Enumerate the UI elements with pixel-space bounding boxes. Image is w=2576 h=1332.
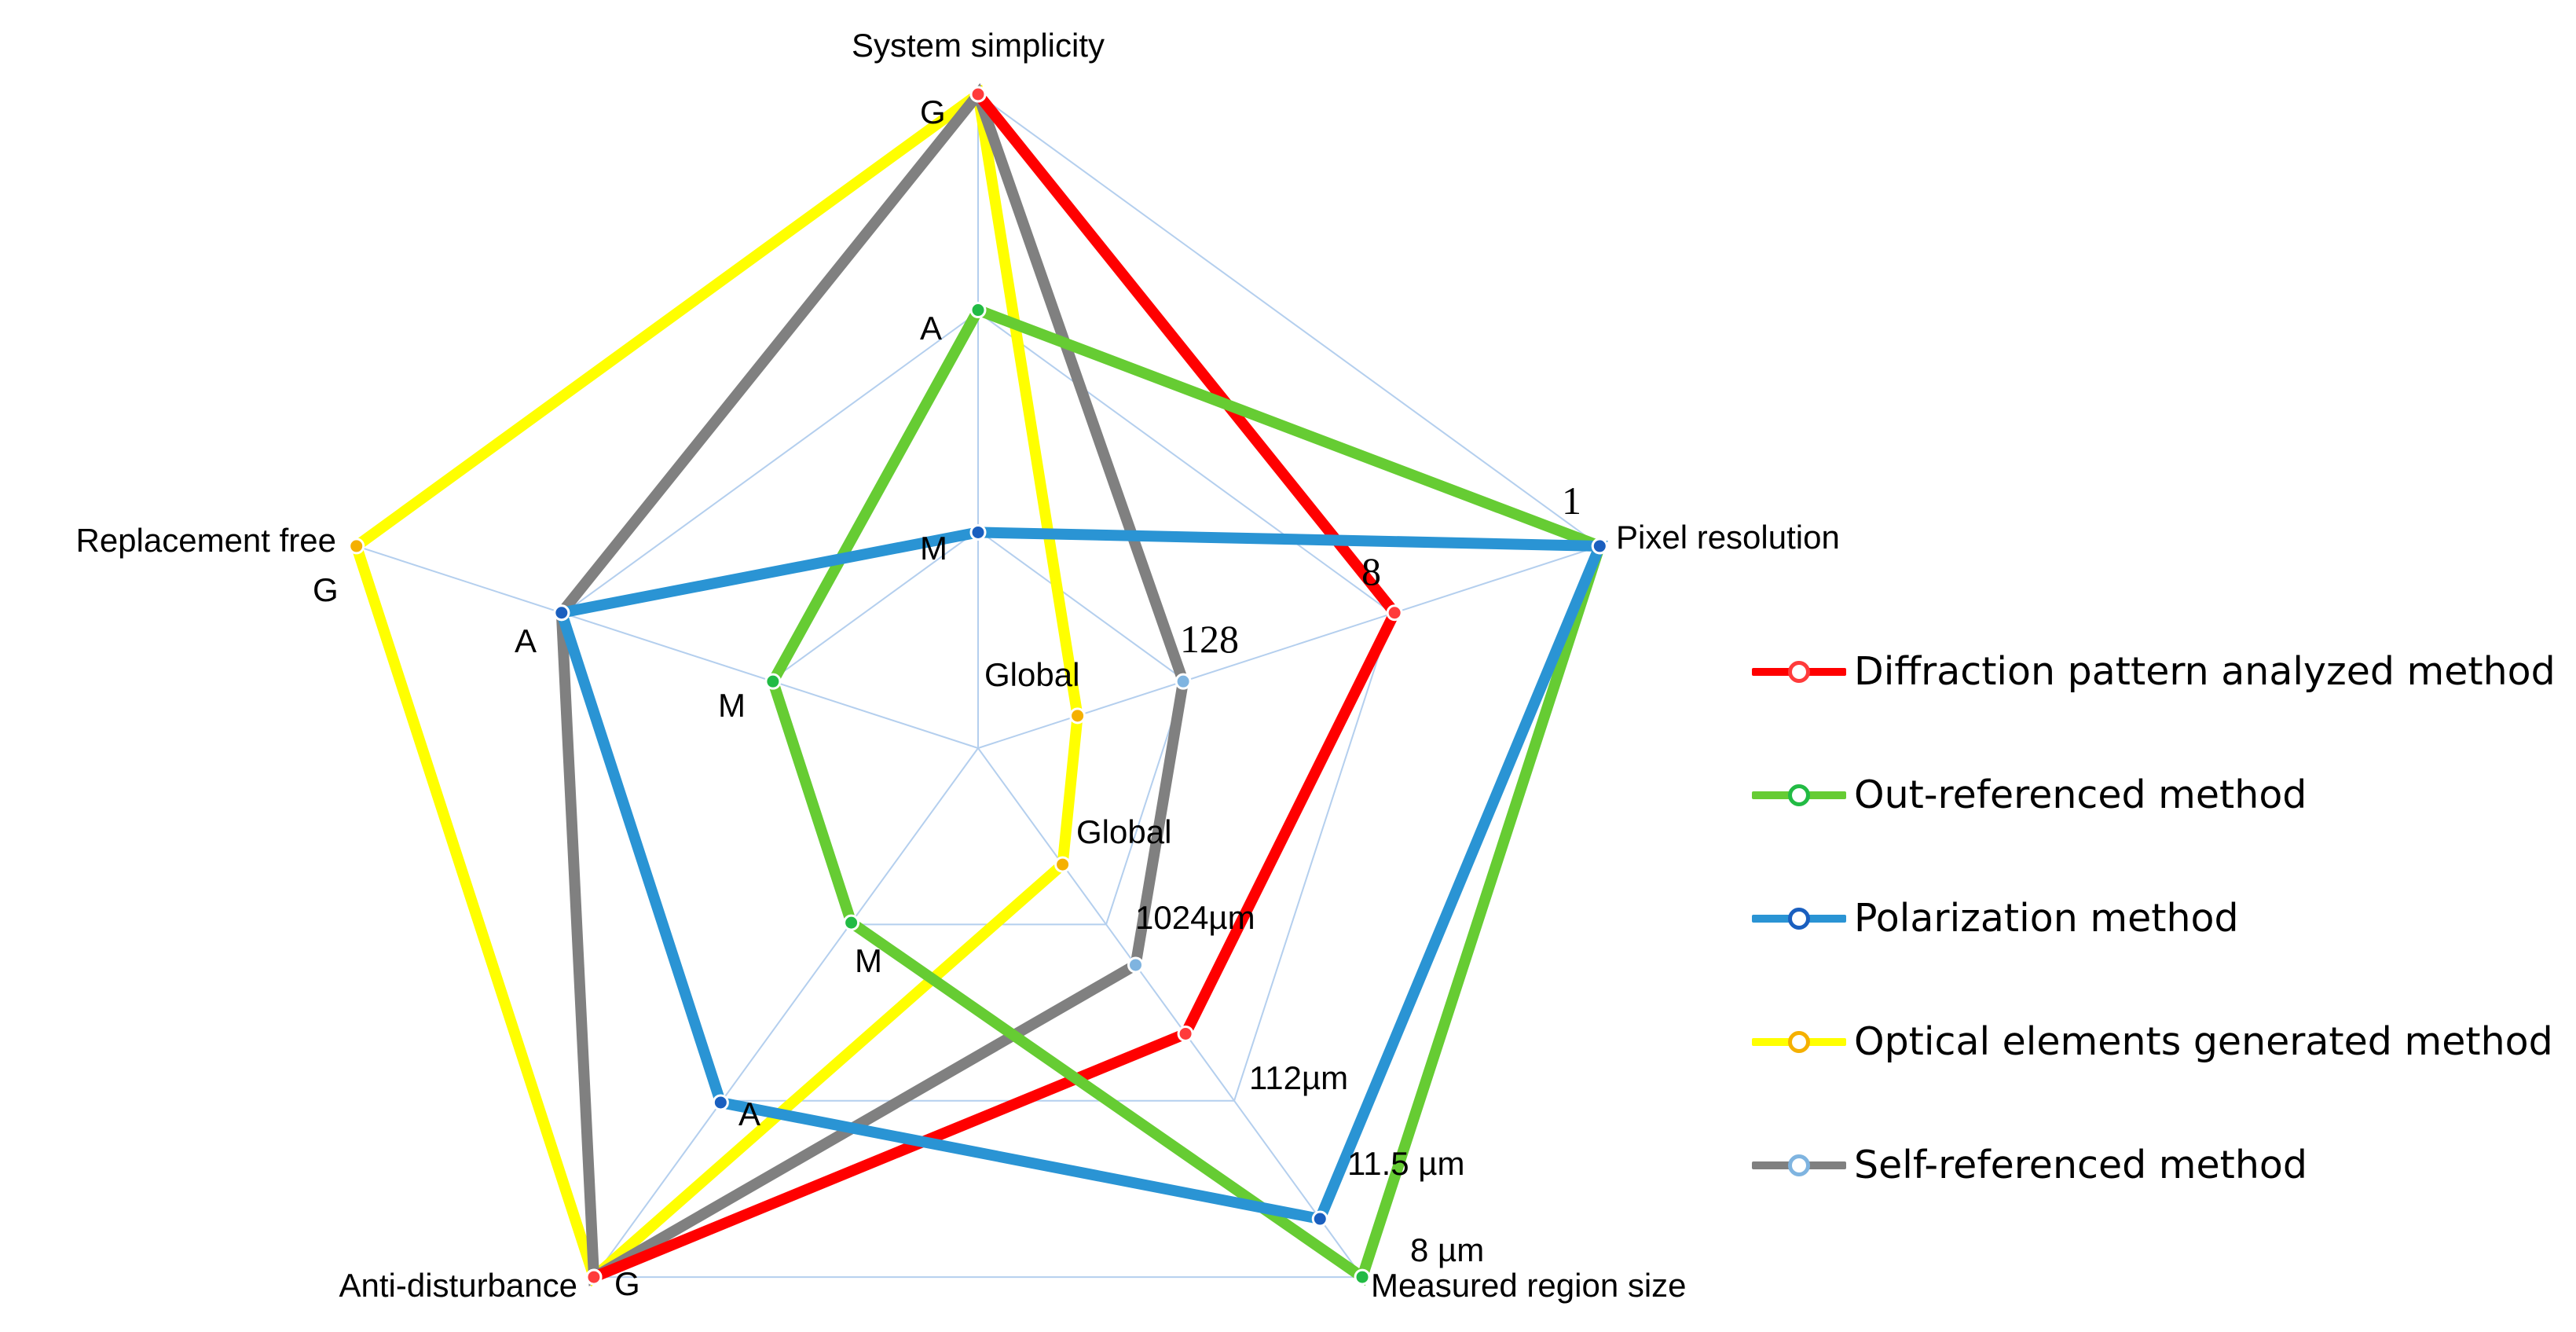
legend-label: Polarization method — [1854, 896, 2239, 941]
series-line-polarization-method — [554, 527, 1608, 1226]
point-label-replacement-g: G — [313, 571, 339, 608]
point-label-region-1024: 1024µm — [1135, 899, 1255, 936]
legend-label: Out-referenced method — [1854, 772, 2307, 817]
grid-ring-1 — [770, 529, 1186, 926]
point-label-region-11-5: 11.5 µm — [1347, 1145, 1464, 1182]
data-point-self-referenced-method-2 — [1174, 673, 1192, 690]
data-point-polarization-method-5 — [553, 604, 570, 622]
point-label-system-g: G — [920, 94, 946, 130]
data-point-out-referenced-method-3 — [1354, 1268, 1371, 1286]
data-point-optical-elements-generated-method-3 — [1054, 856, 1072, 873]
legend-item-5: Self-referenced method — [1752, 1138, 2569, 1201]
axis-label-measured-region-size: Measured region size — [1371, 1267, 1687, 1304]
point-label-region-8: 8 µm — [1410, 1231, 1484, 1268]
data-point-optical-elements-generated-method-5 — [348, 538, 365, 555]
series-line-diffraction-pattern-analyzed-method — [592, 90, 1402, 1282]
grid-ring-2 — [562, 311, 1394, 1102]
point-label-region-global: Global — [1076, 813, 1171, 850]
data-point-out-referenced-method-1 — [969, 302, 987, 319]
point-label-system-m: M — [920, 530, 947, 567]
data-point-diffraction-pattern-analyzed-method-2 — [1386, 604, 1403, 622]
data-point-out-referenced-method-5 — [764, 673, 782, 690]
data-point-polarization-method-2 — [1591, 538, 1608, 555]
point-label-system-a: A — [920, 310, 942, 347]
data-point-optical-elements-generated-method-2 — [1069, 707, 1086, 725]
axis-label-pixel-resolution: Pixel resolution — [1616, 519, 1840, 556]
data-point-diffraction-pattern-analyzed-method-1 — [969, 86, 987, 103]
data-point-polarization-method-4 — [712, 1094, 729, 1111]
series-line-optical-elements-generated-method — [350, 84, 1083, 1287]
legend-item-4: Optical elements generated method — [1752, 1015, 2569, 1077]
legend-marker-icon — [1788, 1031, 1810, 1053]
series-line-out-referenced-method — [767, 303, 1607, 1286]
legend-marker-icon — [1788, 661, 1810, 683]
grid-spoke-5 — [356, 545, 979, 749]
legend-marker-icon — [1788, 1154, 1810, 1176]
data-point-diffraction-pattern-analyzed-method-3 — [1177, 1025, 1194, 1042]
point-label-anti-a: A — [738, 1095, 760, 1132]
point-label-pixel-128: 128 — [1180, 617, 1239, 661]
legend-item-1: Diffraction pattern analyzed method — [1752, 644, 2569, 707]
legend-label: Diffraction pattern analyzed method — [1854, 649, 2556, 694]
data-point-diffraction-pattern-analyzed-method-4 — [585, 1268, 603, 1286]
point-label-replacement-a: A — [515, 622, 537, 659]
data-point-self-referenced-method-3 — [1127, 956, 1145, 974]
data-point-polarization-method-1 — [969, 523, 987, 541]
legend-item-3: Polarization method — [1752, 891, 2569, 954]
point-label-pixel-1: 1 — [1562, 479, 1581, 523]
legend-item-2: Out-referenced method — [1752, 768, 2569, 831]
point-label-pixel-8: 8 — [1361, 549, 1381, 593]
axis-label-anti-disturbance: Anti-disturbance — [339, 1267, 578, 1304]
point-label-region-112: 112µm — [1249, 1059, 1348, 1096]
axis-label-replacement-free: Replacement free — [75, 522, 336, 559]
legend-label: Optical elements generated method — [1854, 1019, 2553, 1064]
point-label-pixel-global: Global — [984, 656, 1079, 693]
grid-spoke-3 — [977, 747, 1363, 1278]
data-point-out-referenced-method-4 — [843, 914, 860, 931]
legend-marker-icon — [1788, 784, 1810, 806]
radar-series — [348, 83, 1608, 1287]
radar-grid — [355, 93, 1601, 1279]
legend-marker-icon — [1788, 908, 1810, 930]
legend-label: Self-referenced method — [1854, 1143, 2307, 1187]
axis-label-system-simplicity: System simplicity — [852, 27, 1105, 64]
point-label-replacement-m: M — [718, 687, 746, 724]
point-label-anti-g: G — [614, 1265, 640, 1302]
point-label-anti-m: M — [855, 942, 882, 979]
series-line-self-referenced-method — [555, 83, 1189, 1286]
data-point-polarization-method-3 — [1311, 1210, 1328, 1227]
grid-spoke-4 — [593, 747, 979, 1278]
